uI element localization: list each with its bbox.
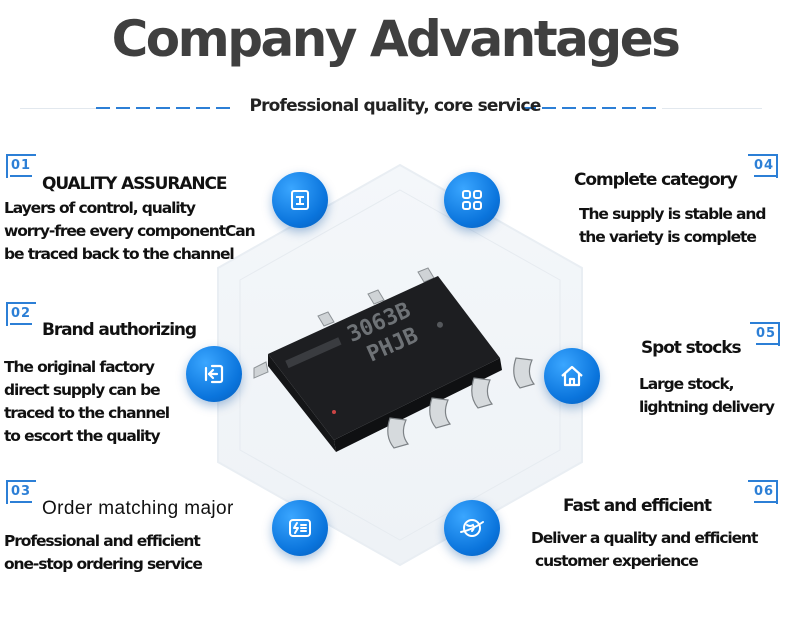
feature-02-description: The original factory direct supply can b…: [4, 358, 170, 445]
globe-icon: [444, 500, 500, 556]
feature-03-title: Order matching major: [42, 498, 234, 519]
feature-05-description: Large stock, lightning delivery: [639, 375, 775, 416]
feature-02-number-badge: 02: [6, 302, 38, 328]
page-subtitle: Professional quality, core service: [249, 96, 541, 116]
feature-06-number-badge: 06: [746, 480, 778, 506]
feature-04-number-badge: 04: [746, 154, 778, 180]
feature-04-description: The supply is stable and the variety is …: [579, 205, 766, 246]
feature-01-title: QUALITY ASSURANCE: [42, 174, 228, 194]
dash-decoration-left: [96, 107, 236, 109]
feature-06-title: Fast and efficient: [563, 496, 712, 516]
certificate-icon: [272, 172, 328, 228]
feature-01-description: Layers of control, quality worry-free ev…: [4, 199, 256, 263]
divider-right: [662, 108, 762, 109]
feature-01-number-badge: 01: [6, 154, 38, 180]
feature-03-number-badge: 03: [6, 480, 38, 506]
login-arrow-icon: [186, 346, 242, 402]
dash-decoration-right: [522, 107, 662, 109]
page-title: Company Advantages: [111, 10, 681, 68]
feature-03-description: Professional and efficient one-stop orde…: [4, 532, 203, 573]
feature-05-number-badge: 05: [748, 322, 780, 348]
feature-06-description: Deliver a quality and efficient customer…: [531, 529, 758, 570]
subtitle-row: Professional quality, core service: [0, 96, 790, 122]
feature-05-title: Spot stocks: [641, 338, 742, 358]
feature-02-title: Brand authorizing: [42, 320, 197, 340]
home-icon: [544, 348, 600, 404]
feature-04-title: Complete category: [574, 170, 738, 190]
divider-left: [20, 108, 96, 109]
ic-chip-image: 3063B PHJB: [238, 262, 558, 452]
grid-icon: [444, 172, 500, 228]
list-lightning-icon: [272, 500, 328, 556]
